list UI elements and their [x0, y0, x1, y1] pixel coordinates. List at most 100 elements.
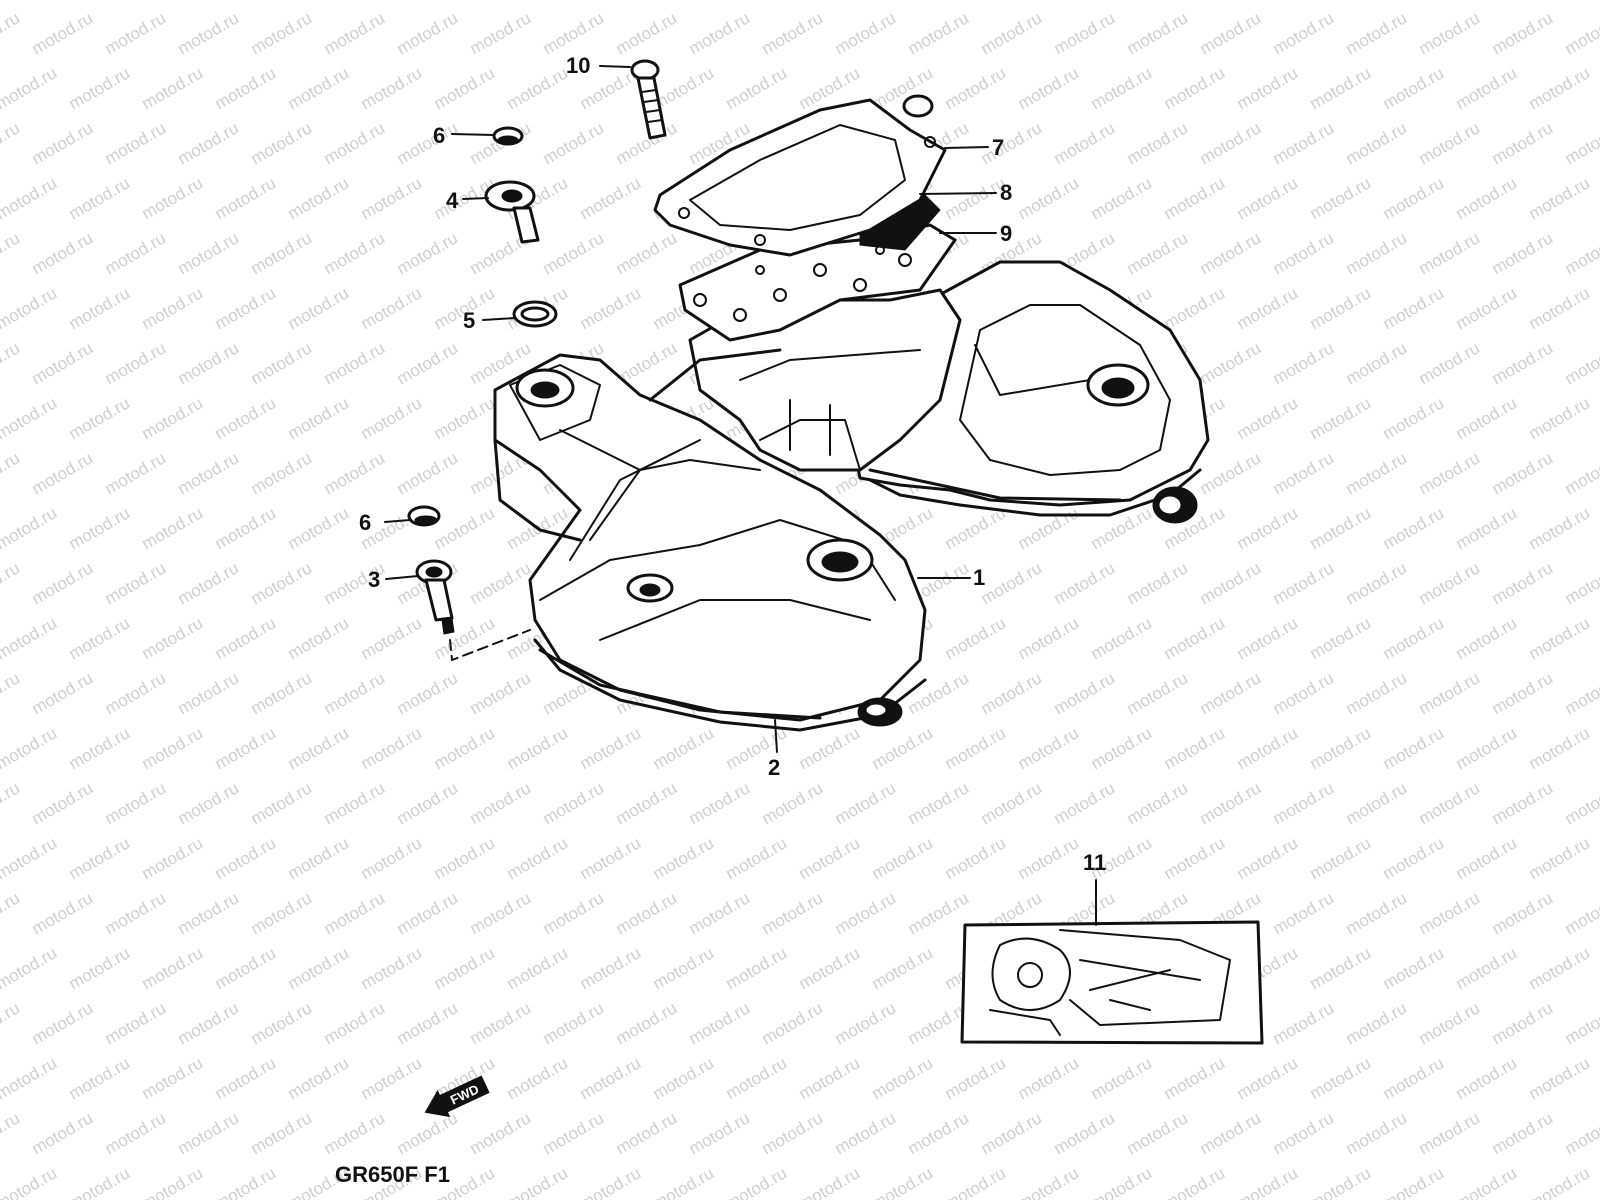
- watermark-text: motod.ru: [139, 393, 207, 443]
- watermark-text: motod.ru: [285, 613, 353, 663]
- watermark-text: motod.ru: [978, 8, 1046, 58]
- watermark-text: motod.ru: [1124, 118, 1192, 168]
- watermark-text: motod.ru: [978, 778, 1046, 828]
- watermark-text: motod.ru: [1015, 833, 1083, 883]
- watermark-text: motod.ru: [1343, 888, 1411, 938]
- watermark-text: motod.ru: [175, 998, 243, 1048]
- watermark-text: motod.ru: [1343, 118, 1411, 168]
- watermark-text: motod.ru: [1161, 723, 1229, 773]
- watermark-text: motod.ru: [1307, 503, 1375, 553]
- callout-4: 4: [446, 188, 459, 213]
- watermark-text: motod.ru: [1124, 558, 1192, 608]
- breather-cover: [653, 94, 947, 257]
- watermark-text: motod.ru: [66, 173, 134, 223]
- watermark-text: motod.ru: [321, 228, 389, 278]
- watermark-text: motod.ru: [1197, 558, 1265, 608]
- watermark-text: motod.ru: [175, 448, 243, 498]
- watermark-text: motod.ru: [139, 1053, 207, 1103]
- watermark-text: motod.ru: [1161, 0, 1229, 3]
- watermark-text: motod.ru: [942, 1163, 1010, 1200]
- watermark-text: motod.ru: [1489, 448, 1557, 498]
- watermark-text: motod.ru: [1380, 613, 1448, 663]
- watermark-text: motod.ru: [0, 668, 23, 718]
- watermark-text: motod.ru: [1489, 118, 1557, 168]
- callout-labels: 10 6 4 5 6 3 7 8 9 1 2 11: [359, 53, 1106, 875]
- watermark-text: motod.ru: [0, 8, 23, 58]
- watermark-text: motod.ru: [1526, 943, 1594, 993]
- watermark-text: motod.ru: [0, 63, 60, 113]
- watermark-text: motod.ru: [1526, 393, 1594, 443]
- watermark-text: motod.ru: [1124, 8, 1192, 58]
- watermark-text: motod.ru: [0, 228, 23, 278]
- watermark-text: motod.ru: [248, 8, 316, 58]
- watermark-text: motod.ru: [175, 8, 243, 58]
- watermark-text: motod.ru: [1197, 448, 1265, 498]
- watermark-text: motod.ru: [29, 448, 97, 498]
- watermark-text: motod.ru: [248, 558, 316, 608]
- watermark-text: motod.ru: [29, 118, 97, 168]
- watermark-text: motod.ru: [0, 558, 23, 608]
- watermark-text: motod.ru: [1453, 0, 1521, 3]
- watermark-text: motod.ru: [613, 228, 681, 278]
- gasket-set-11: [960, 920, 1264, 1045]
- watermark-text: motod.ru: [1526, 0, 1594, 3]
- watermark-text: motod.ru: [796, 943, 864, 993]
- watermark-text: motod.ru: [358, 63, 426, 113]
- watermark-text: motod.ru: [358, 943, 426, 993]
- watermark-text: motod.ru: [394, 668, 462, 718]
- watermark-text: motod.ru: [942, 1053, 1010, 1103]
- watermark-text: motod.ru: [1343, 558, 1411, 608]
- watermark-text: motod.ru: [1307, 613, 1375, 663]
- watermark-text: motod.ru: [1088, 723, 1156, 773]
- watermark-text: motod.ru: [1380, 723, 1448, 773]
- watermark-text: motod.ru: [1489, 778, 1557, 828]
- watermark-text: motod.ru: [139, 833, 207, 883]
- watermark-text: motod.ru: [1197, 668, 1265, 718]
- watermark-text: motod.ru: [102, 448, 170, 498]
- watermark-text: motod.ru: [686, 778, 754, 828]
- watermark-text: motod.ru: [212, 723, 280, 773]
- watermark-text: motod.ru: [650, 0, 718, 3]
- watermark-text: motod.ru: [1234, 393, 1302, 443]
- watermark-text: motod.ru: [467, 558, 535, 608]
- watermark-text: motod.ru: [1380, 1053, 1448, 1103]
- watermark-text: motod.ru: [1015, 0, 1083, 3]
- watermark-text: motod.ru: [1051, 558, 1119, 608]
- watermark-text: motod.ru: [796, 1053, 864, 1103]
- watermark-text: motod.ru: [1307, 0, 1375, 3]
- watermark-text: motod.ru: [1343, 8, 1411, 58]
- watermark-text: motod.ru: [942, 173, 1010, 223]
- watermark-text: motod.ru: [1307, 943, 1375, 993]
- watermark-text: motod.ru: [723, 1163, 791, 1200]
- o-ring-5: [512, 300, 558, 328]
- watermark-text: motod.ru: [796, 833, 864, 883]
- watermark-text: motod.ru: [212, 393, 280, 443]
- watermark-text: motod.ru: [540, 778, 608, 828]
- watermark-text: motod.ru: [431, 503, 499, 553]
- watermark-text: motod.ru: [394, 448, 462, 498]
- watermark-text: motod.ru: [759, 8, 827, 58]
- watermark-text: motod.ru: [1562, 888, 1600, 938]
- watermark-text: motod.ru: [212, 613, 280, 663]
- callout-3: 3: [368, 567, 380, 592]
- watermark-text: motod.ru: [905, 8, 973, 58]
- watermark-text: motod.ru: [431, 833, 499, 883]
- watermark-text: motod.ru: [248, 778, 316, 828]
- watermark-text: motod.ru: [1051, 8, 1119, 58]
- watermark-text: motod.ru: [504, 1053, 572, 1103]
- watermark-text: motod.ru: [1416, 778, 1484, 828]
- watermark-text: motod.ru: [1234, 1163, 1302, 1200]
- watermark-text: motod.ru: [1489, 998, 1557, 1048]
- watermark-text: motod.ru: [1234, 833, 1302, 883]
- watermark-text: motod.ru: [1489, 228, 1557, 278]
- watermark-text: motod.ru: [0, 723, 60, 773]
- watermark-text: motod.ru: [285, 723, 353, 773]
- watermark-text: motod.ru: [285, 63, 353, 113]
- watermark-text: motod.ru: [0, 1108, 23, 1158]
- watermark-text: motod.ru: [139, 613, 207, 663]
- watermark-text: motod.ru: [102, 888, 170, 938]
- watermark-text: motod.ru: [358, 393, 426, 443]
- watermark-text: motod.ru: [321, 448, 389, 498]
- watermark-text: motod.ru: [0, 833, 60, 883]
